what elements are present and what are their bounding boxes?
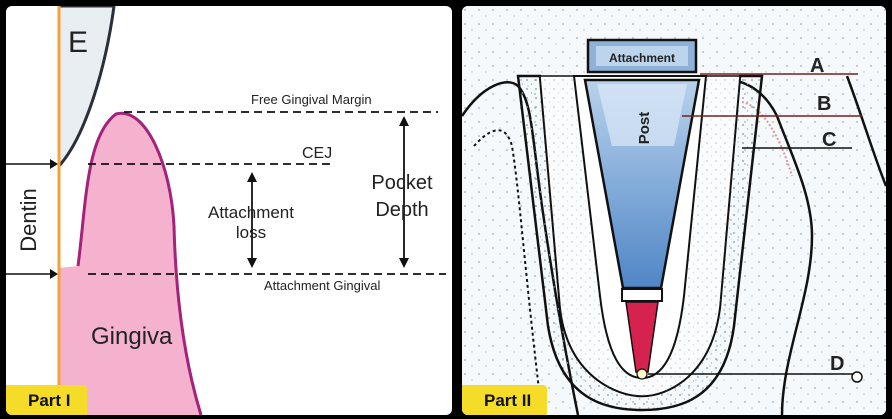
attachment-label: Attachment [609,51,675,65]
enamel-letter: E [68,26,88,59]
pocket-depth-label-2: Depth [375,199,428,221]
part-2-badge: Part II [462,385,547,415]
panel-part-2: Attachment Post A B C D Part II [462,6,886,415]
gingiva-diagram: E Dentin Free Gingival Margin CEJ Attach… [6,6,452,415]
dentin-label: Dentin [16,188,41,252]
part-1-badge: Part I [6,385,87,415]
gingiva-shape [59,113,201,415]
attachment-loss-label-2: loss [236,223,266,242]
attachment-loss-label-1: Attachment [208,203,294,222]
label-c: C [822,129,836,151]
pocket-depth-label-1: Pocket [371,172,433,194]
label-a: A [810,55,824,77]
attachment-gingival-label: Attachment Gingival [264,278,380,293]
free-gingival-margin-label: Free Gingival Margin [251,92,372,107]
implant-diagram: Attachment Post A B C D [462,6,886,415]
cej-label: CEJ [302,145,332,162]
gingiva-label: Gingiva [91,323,173,350]
panel-part-1: E Dentin Free Gingival Margin CEJ Attach… [6,6,452,415]
label-d: D [830,353,844,375]
label-b: B [817,93,831,115]
post-label: Post [636,112,653,145]
